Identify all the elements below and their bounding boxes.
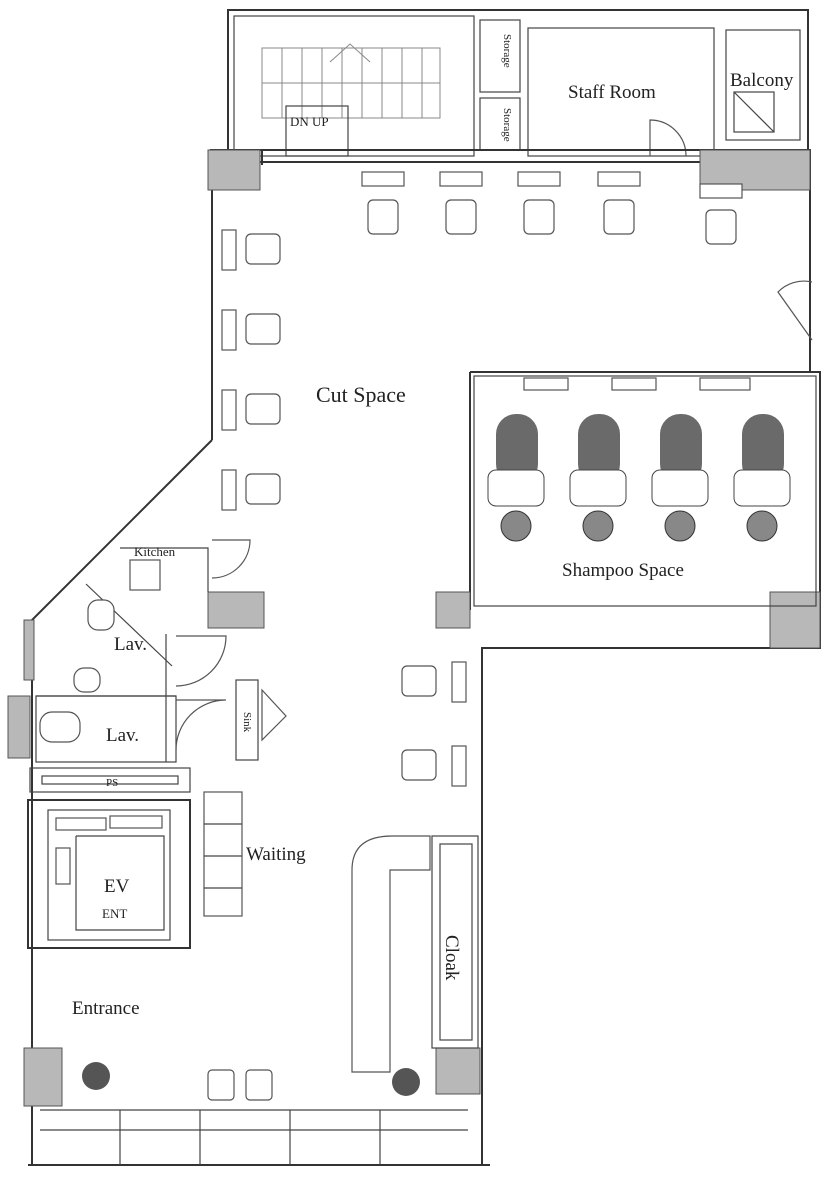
elevator-core (27, 767, 191, 949)
cut-stations-top (361, 171, 743, 245)
shampoo-chair (733, 414, 791, 542)
cut-stations-left (221, 229, 281, 511)
shampoo-chair (487, 414, 545, 542)
ent-label: ENT (102, 906, 127, 921)
staff-room (527, 27, 715, 157)
cut-space-label: Cut Space (316, 382, 406, 407)
balcony-label: Balcony (730, 70, 794, 91)
stairs-label: DN UP (290, 114, 329, 129)
top-block: DN UP Storage Storage Staff Room Balcony (227, 9, 809, 163)
waiting-sofa (203, 791, 243, 917)
storage-closet-top (479, 19, 521, 93)
reception-counter (351, 835, 479, 1073)
shampoo-chair (569, 414, 627, 542)
storage-label-top: Storage (501, 34, 513, 68)
cut-stations-right (401, 661, 467, 787)
cloak-label: Cloak (441, 935, 462, 981)
storage-closet-bottom (479, 97, 521, 151)
sink-label: Sink (241, 712, 253, 733)
storage-label-bottom: Storage (501, 108, 513, 142)
shampoo-chair (651, 414, 709, 542)
shampoo-space-label: Shampoo Space (562, 560, 684, 581)
balcony (725, 29, 801, 141)
service-rooms (35, 539, 287, 763)
ps-label: PS (106, 777, 118, 789)
staircase (261, 43, 441, 157)
entrance-label: Entrance (72, 998, 140, 1019)
lav-upper-label: Lav. (114, 634, 147, 655)
main-walls (28, 149, 821, 1166)
lav-lower-label: Lav. (106, 725, 139, 746)
ev-label: EV (104, 876, 130, 897)
staff-room-label: Staff Room (568, 82, 656, 103)
waiting-label: Waiting (246, 844, 306, 865)
kitchen-label: Kitchen (134, 544, 176, 559)
shampoo-space (473, 375, 817, 607)
structural-columns (7, 149, 821, 1107)
entrance-furniture (82, 1062, 420, 1101)
